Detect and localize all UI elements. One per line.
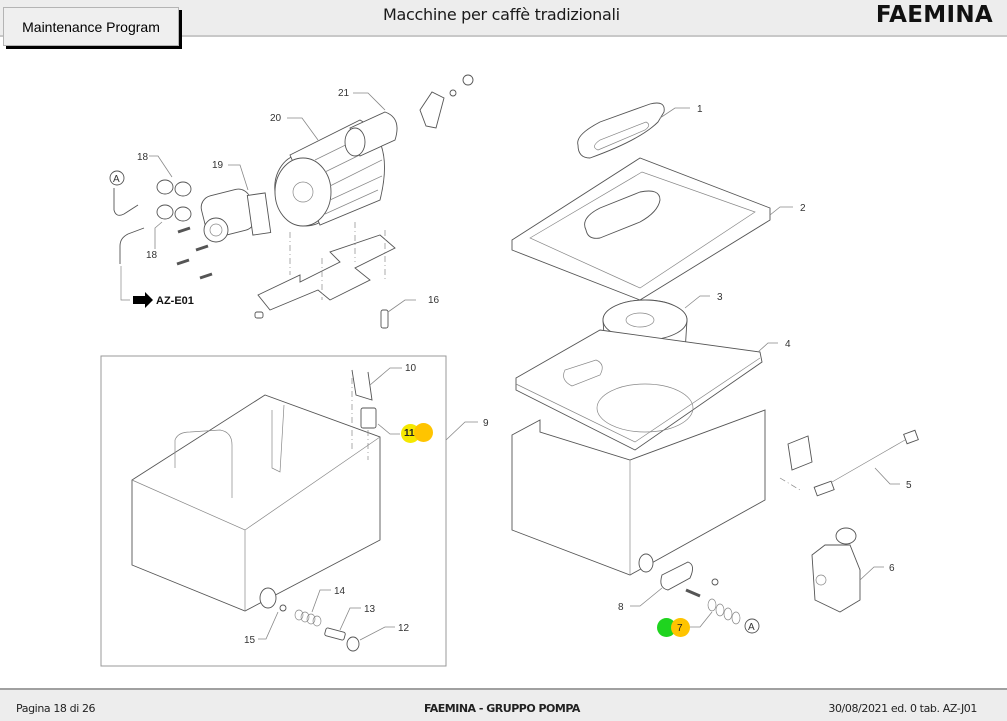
part-label-7: 7 [677, 623, 683, 634]
motor-assembly: A AZ-E01 18 [109, 74, 474, 329]
footer-bar: Pagina 18 di 26 FAEMINA - GRUPPO POMPA 3… [0, 688, 1007, 721]
document-title: Macchine per caffè tradizionali [383, 5, 620, 24]
edition-info: 30/08/2021 ed. 0 tab. AZ-J01 [828, 702, 977, 715]
reference-az-e01: AZ-E01 [156, 295, 194, 307]
part-label-1: 1 [697, 104, 703, 115]
exploded-parts-diagram: A AZ-E01 18 [100, 74, 919, 667]
part-label-15: 15 [244, 635, 256, 646]
connector-a-icon [109, 170, 125, 186]
part-label-16: 16 [428, 295, 440, 306]
part-label-18b: 18 [146, 250, 158, 261]
connector-a-label: A [113, 174, 120, 185]
part-label-4: 4 [785, 339, 791, 350]
brand-logo: FAEMINA [875, 2, 993, 28]
part-label-10: 10 [405, 363, 417, 374]
part-label-13: 13 [364, 604, 376, 615]
section-title: FAEMINA - GRUPPO POMPA [424, 702, 580, 715]
part-label-12: 12 [398, 623, 410, 634]
part-label-18a: 18 [137, 152, 149, 163]
part-label-11: 11 [404, 428, 415, 439]
tank-9-box: 10 9 14 13 12 15 [100, 355, 489, 667]
connector-a-label-2: A [748, 622, 755, 633]
page-indicator: Pagina 18 di 26 [16, 702, 96, 715]
connector-a-icon [744, 618, 760, 634]
part-label-8: 8 [618, 602, 624, 613]
part-label-3: 3 [717, 292, 723, 303]
part-label-14: 14 [334, 586, 346, 597]
highlight-marker-orange-11[interactable] [414, 423, 433, 442]
part-label-5: 5 [906, 480, 912, 491]
highlight-marker-orange-7[interactable] [671, 618, 690, 637]
part-label-19: 19 [212, 160, 224, 171]
part-label-20: 20 [270, 113, 282, 124]
tank-assembly-right: A 1 2 3 4 5 6 8 [511, 102, 919, 634]
part-label-2: 2 [800, 203, 806, 214]
part-label-9: 9 [483, 418, 489, 429]
maintenance-program-button[interactable]: Maintenance Program [3, 7, 179, 46]
part-label-6: 6 [889, 563, 895, 574]
part-label-21: 21 [338, 88, 350, 99]
